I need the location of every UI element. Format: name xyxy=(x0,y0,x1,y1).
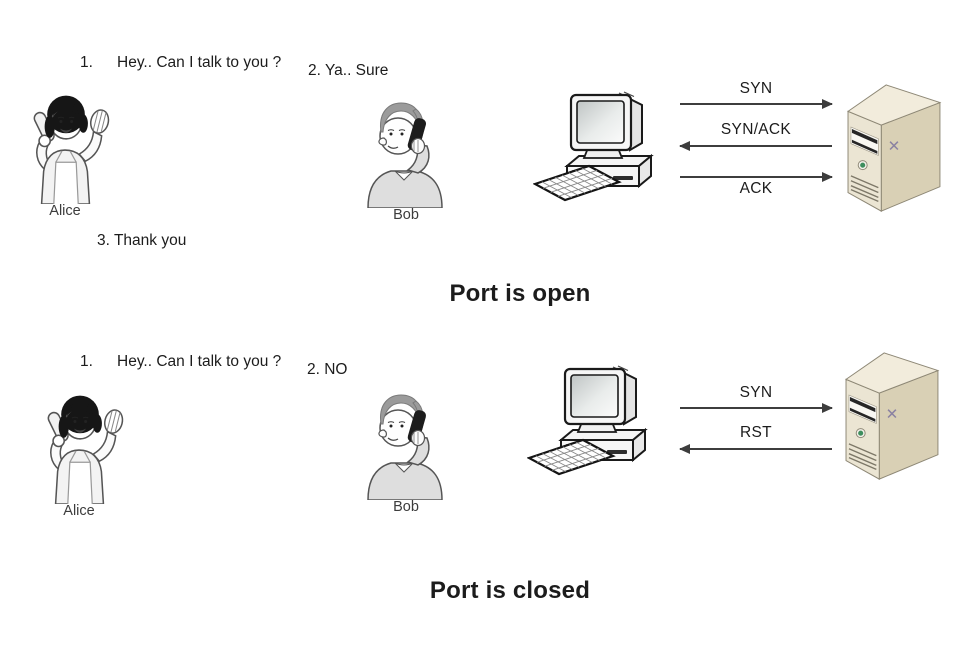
open-alice-figure: Alice xyxy=(8,90,122,220)
closed-syn-arrow-right xyxy=(680,403,833,413)
open-client-computer-icon xyxy=(533,90,655,202)
closed-rst-arrow-left xyxy=(679,444,832,454)
open-alice-caption: Alice xyxy=(49,203,81,219)
open-ack-label: ACK xyxy=(739,180,773,197)
closed-dialogue-step1-number: 1. xyxy=(80,353,93,370)
scene-title-open: Port is open xyxy=(449,280,591,307)
closed-dialogue-step1-text: Hey.. Can I talk to you ? xyxy=(117,353,282,370)
closed-bob-caption: Bob xyxy=(393,499,419,515)
open-syn-arrow-right xyxy=(680,99,833,109)
closed-packet-flow: SYN RST xyxy=(679,384,833,454)
closed-dialogue-step2-text: 2. NO xyxy=(307,361,348,378)
open-synack-label: SYN/ACK xyxy=(720,121,792,138)
woman-on-phone-icon xyxy=(8,90,122,204)
open-synack-arrow-left xyxy=(679,141,832,151)
closed-syn-label: SYN xyxy=(739,384,773,401)
closed-alice-figure: Alice xyxy=(22,390,136,520)
open-dialogue-step2-text: 2. Ya.. Sure xyxy=(308,62,389,79)
closed-client-computer-icon xyxy=(527,364,649,476)
open-packet-flow: SYN SYN/ACK ACK xyxy=(679,80,833,202)
open-dialogue-step3-text: 3. Thank you xyxy=(97,232,187,249)
open-dialogue-step1-number: 1. xyxy=(80,54,93,71)
open-bob-figure: Bob xyxy=(356,96,456,224)
scene-title-closed: Port is closed xyxy=(429,577,591,604)
closed-tower-server-icon xyxy=(840,351,942,484)
closed-bob-figure: Bob xyxy=(356,388,456,516)
open-ack-arrow-right xyxy=(680,172,833,182)
man-on-phone-icon xyxy=(356,388,456,500)
open-tower-server-icon xyxy=(842,83,944,216)
open-dialogue-step1-text: Hey.. Can I talk to you ? xyxy=(117,54,282,71)
closed-rst-label: RST xyxy=(740,424,772,441)
closed-alice-caption: Alice xyxy=(63,503,95,519)
man-on-phone-icon xyxy=(356,96,456,208)
open-syn-label: SYN xyxy=(739,80,773,97)
open-bob-caption: Bob xyxy=(393,207,419,223)
woman-on-phone-icon xyxy=(22,390,136,504)
